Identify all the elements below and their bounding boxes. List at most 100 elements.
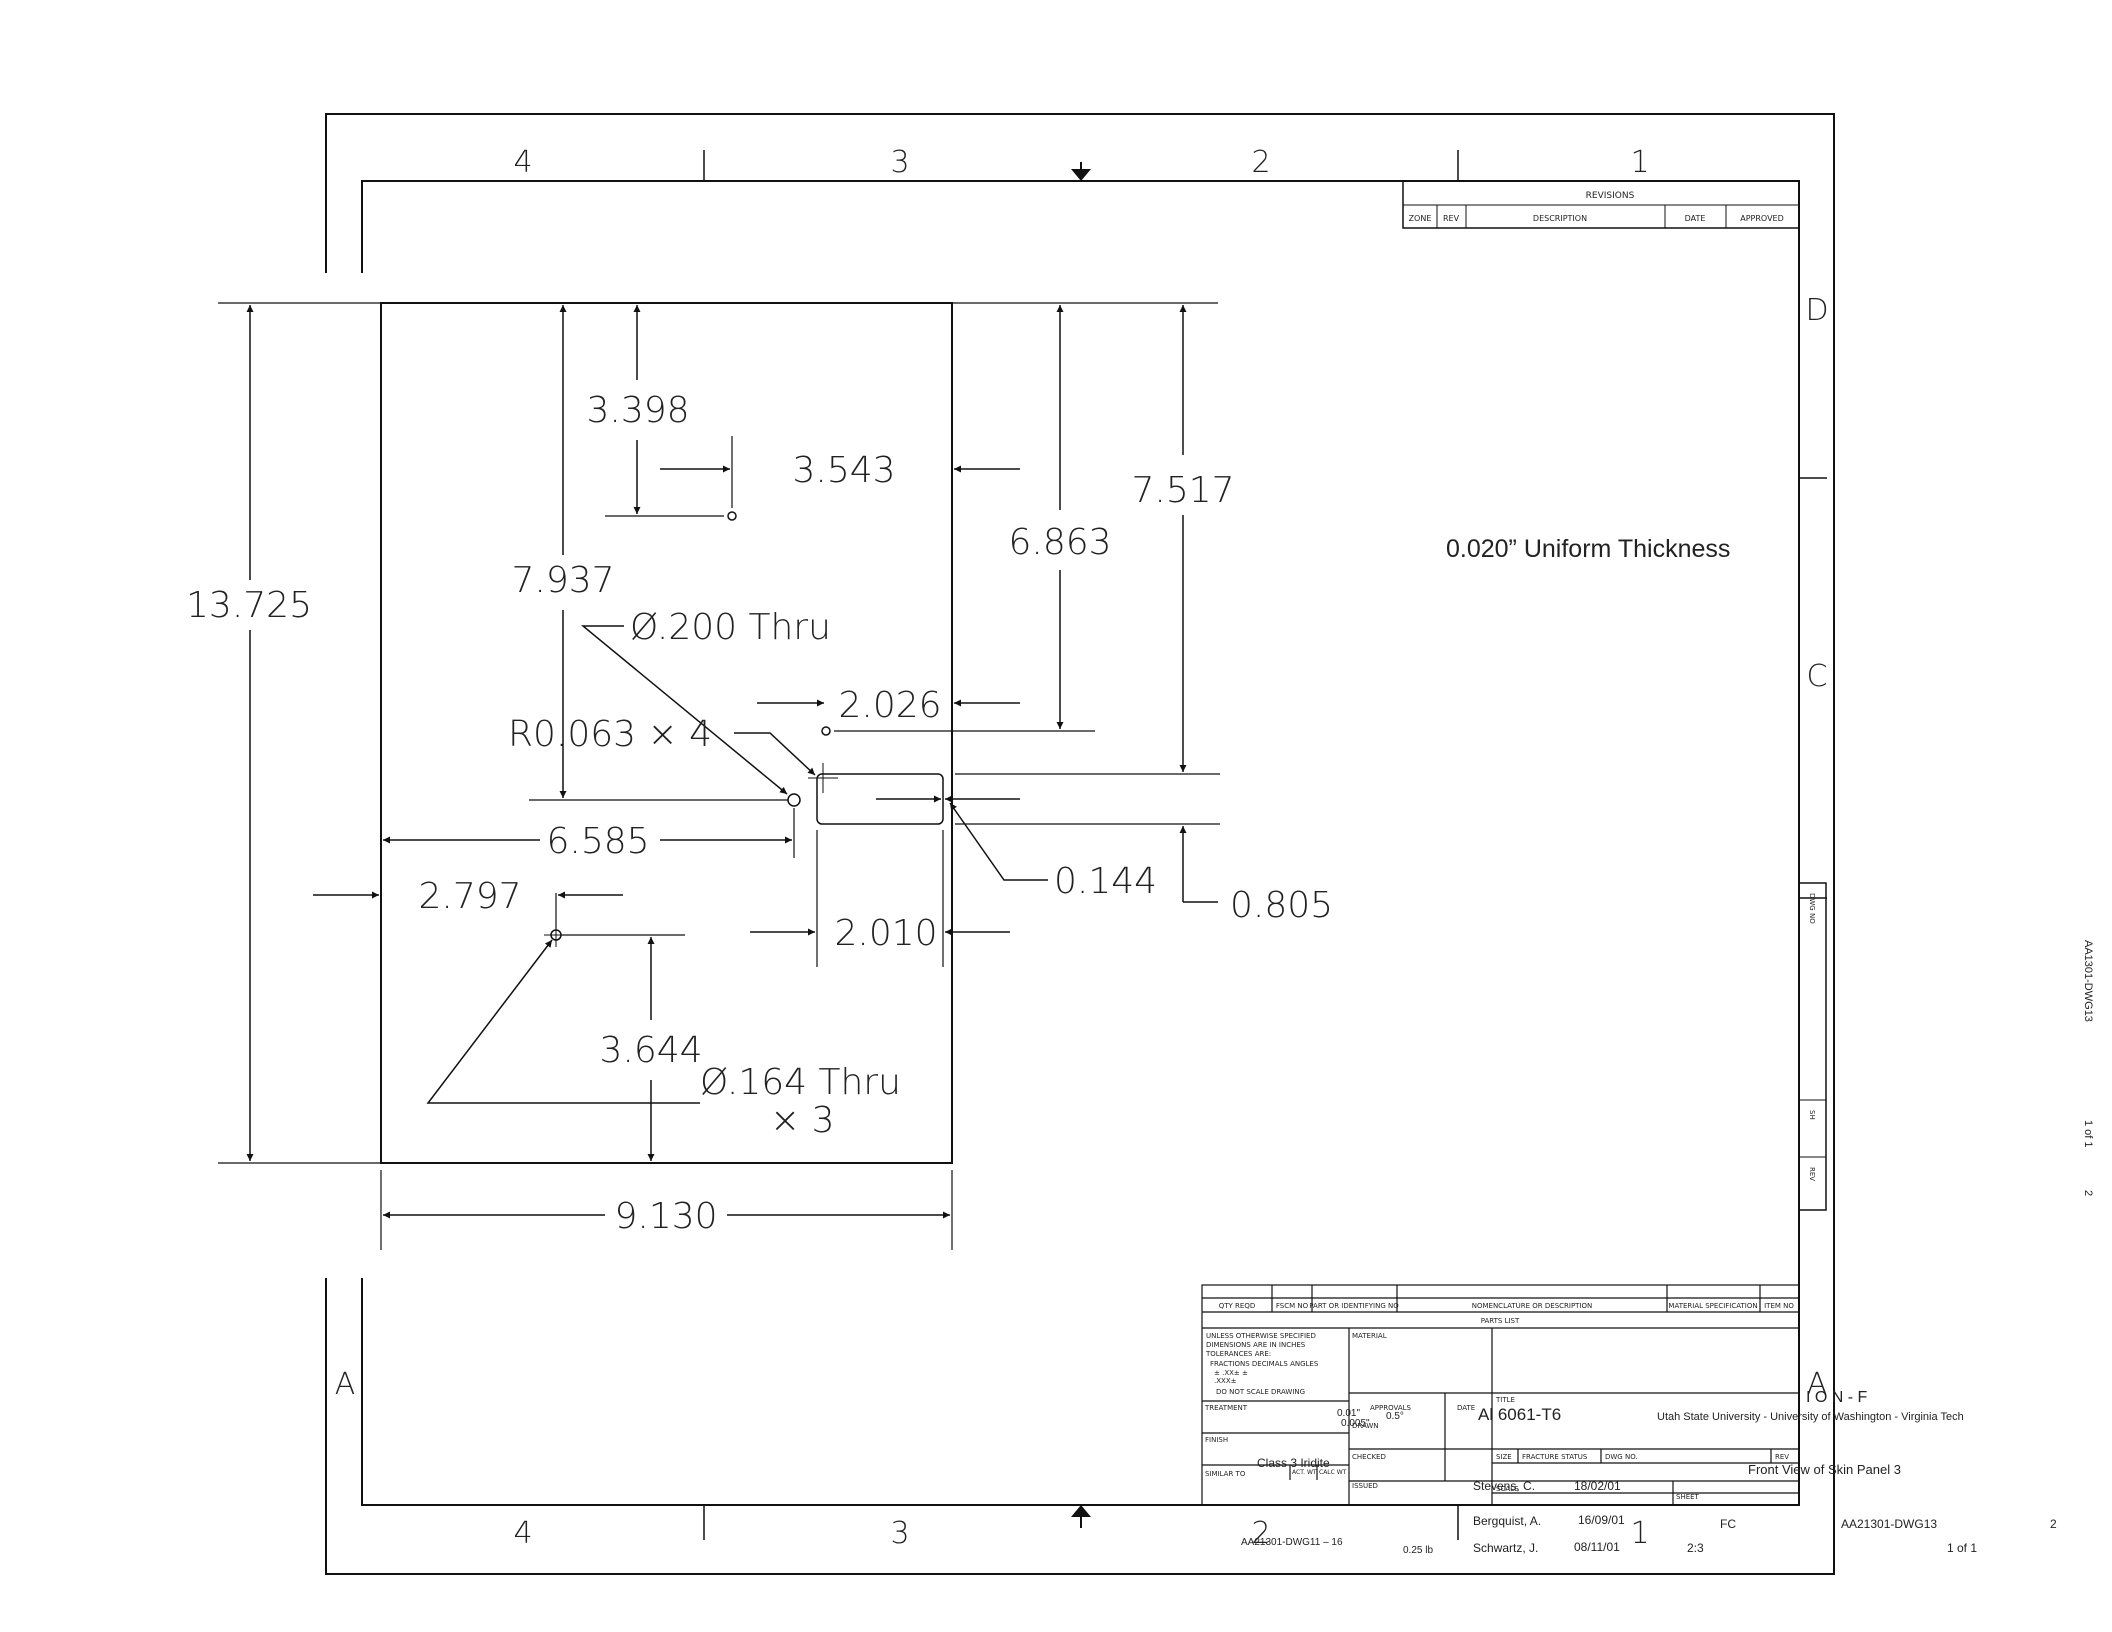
side-sheet: 1 of 1 xyxy=(2082,1120,2094,1148)
calc-wt-label: CALC WT xyxy=(1319,1469,1347,1476)
rev-header-date: DATE xyxy=(1685,214,1706,223)
dim-3543: 3.543 xyxy=(792,450,895,491)
radius-callout: R0.063 × 4 xyxy=(508,714,712,755)
rev-label: REV xyxy=(1775,1453,1789,1461)
title-block: QTY REQD FSCM NO PART OR IDENTIFYING NO … xyxy=(1201,1284,2057,1556)
rev-header-rev: REV xyxy=(1443,214,1460,223)
parts-list-title: PARTS LIST xyxy=(1481,1317,1520,1325)
scale-label: SCALE xyxy=(1496,1485,1518,1493)
size-value: FC xyxy=(1720,1517,1736,1531)
dim-9130: 9.130 xyxy=(614,1196,717,1237)
universities: Utah State University - University of Wa… xyxy=(1657,1411,1964,1423)
tol-line-3: TOLERANCES ARE: xyxy=(1205,1350,1271,1358)
tolerance-1: 0.01" xyxy=(1337,1408,1360,1419)
finish-value: Class 3 Iridite xyxy=(1257,1456,1330,1470)
rev-header-zone: ZONE xyxy=(1409,214,1432,223)
zone-top-1: 1 xyxy=(1630,145,1649,180)
revisions-title: REVISIONS xyxy=(1586,191,1635,201)
zone-bottom-3: 3 xyxy=(890,1516,909,1551)
thickness-note: 0.020” Uniform Thickness xyxy=(1446,535,1730,563)
checked-label: CHECKED xyxy=(1352,1453,1386,1461)
pl-header-item: ITEM NO xyxy=(1764,1302,1794,1310)
tol-line-1: UNLESS OTHERWISE SPECIFIED xyxy=(1206,1332,1316,1340)
act-wt-label: ACT. WT. xyxy=(1292,1469,1318,1476)
dwg-no-value: AA21301-DWG13 xyxy=(1841,1517,1937,1531)
tol-line-7: DO NOT SCALE DRAWING xyxy=(1216,1388,1305,1396)
dim-0144: 0.144 xyxy=(1054,861,1157,902)
sheet-value: 1 of 1 xyxy=(1947,1541,1977,1555)
rev-header-approved: APPROVED xyxy=(1740,214,1784,223)
drawn-by: Stevens, C. xyxy=(1473,1479,1535,1493)
pl-header-nomenclature: NOMENCLATURE OR DESCRIPTION xyxy=(1472,1302,1593,1310)
dim-2010: 2.010 xyxy=(834,913,937,954)
tol-line-2: DIMENSIONS ARE IN INCHES xyxy=(1206,1341,1306,1349)
drawing-border xyxy=(325,113,1835,1575)
dimension-lines xyxy=(246,305,1218,1219)
dwg-no-label: DWG NO. xyxy=(1605,1453,1638,1461)
side-block: DWG NO SH REV AA1301-DWG13 1 of 1 2 xyxy=(1798,882,2094,1211)
drawn-date: 18/02/01 xyxy=(1574,1479,1621,1493)
dim-7517: 7.517 xyxy=(1131,470,1234,511)
hole-mid xyxy=(821,726,831,736)
checked-date: 16/09/01 xyxy=(1578,1513,1625,1527)
side-rev: 2 xyxy=(2082,1190,2094,1196)
approvals-label: APPROVALS xyxy=(1370,1404,1412,1412)
side-sh-label: SH xyxy=(1808,1110,1816,1120)
treatment-label: TREATMENT xyxy=(1204,1404,1248,1412)
zone-bottom-1: 1 xyxy=(1630,1516,1649,1551)
size-label: SIZE xyxy=(1496,1453,1512,1461)
dim-2797: 2.797 xyxy=(418,876,521,917)
tol-line-5: ± .XX± ± xyxy=(1214,1369,1248,1377)
drawn-label: DRAWN xyxy=(1352,1422,1379,1430)
dimension-labels: 13.725 3.398 3.543 6.863 7.517 7.937 Ø.2… xyxy=(186,390,1333,1237)
dim-3644: 3.644 xyxy=(599,1030,702,1071)
hole-top xyxy=(727,511,737,521)
issued-label: ISSUED xyxy=(1352,1482,1378,1490)
dim-6863: 6.863 xyxy=(1008,522,1111,563)
finish-label: FINISH xyxy=(1205,1436,1228,1444)
zone-bottom-4: 4 xyxy=(513,1516,532,1551)
tol-line-6: .XXX± xyxy=(1214,1377,1237,1385)
material-value: Al 6061-T6 xyxy=(1478,1405,1561,1424)
checked-by: Bergquist, A. xyxy=(1473,1514,1541,1528)
pl-header-qty: QTY REQD xyxy=(1219,1302,1255,1310)
title-label: TITLE xyxy=(1495,1396,1515,1404)
zone-labels: 4 3 2 1 4 3 2 1 D C A A xyxy=(335,145,1829,1551)
similar-to-value: AA21301-DWG11 – 16 xyxy=(1241,1537,1343,1548)
issued-by: Schwartz, J. xyxy=(1473,1541,1538,1555)
material-label: MATERIAL xyxy=(1352,1332,1387,1340)
tolerance-3: 0.5° xyxy=(1386,1411,1404,1422)
scale-value: 2:3 xyxy=(1687,1541,1704,1555)
hole-left xyxy=(787,793,801,807)
tolerance-2: 0.005" xyxy=(1341,1418,1370,1429)
hole-200-callout: Ø.200 Thru xyxy=(630,607,831,648)
zone-right-a: A xyxy=(1807,1367,1828,1402)
zone-bottom-2: 2 xyxy=(1251,1516,1270,1551)
pl-header-fscm: FSCM NO xyxy=(1276,1302,1309,1310)
dim-13725: 13.725 xyxy=(186,585,312,626)
dim-6585: 6.585 xyxy=(546,821,649,862)
zone-left-a: A xyxy=(335,1367,356,1402)
pl-header-material: MATERIAL SPECIFICATION xyxy=(1668,1302,1757,1310)
zone-right-d: D xyxy=(1805,293,1828,328)
dim-2026: 2.026 xyxy=(838,685,941,726)
issued-date: 08/11/01 xyxy=(1574,1540,1620,1554)
pl-header-part-no: PART OR IDENTIFYING NO xyxy=(1309,1302,1399,1310)
revisions-block: REVISIONS ZONE REV DESCRIPTION DATE APPR… xyxy=(1402,180,1800,229)
extension-lines xyxy=(218,302,1220,1250)
zone-top-2: 2 xyxy=(1251,145,1270,180)
rounded-cutout xyxy=(816,773,944,825)
sheet-label: SHEET xyxy=(1676,1493,1700,1501)
rev-header-description: DESCRIPTION xyxy=(1533,214,1587,223)
hole-164-quantity: × 3 xyxy=(770,1100,835,1141)
zone-right-c: C xyxy=(1807,659,1828,694)
zone-top-4: 4 xyxy=(513,145,532,180)
tol-line-4: FRACTIONS DECIMALS ANGLES xyxy=(1210,1360,1319,1368)
dim-3398: 3.398 xyxy=(586,390,689,431)
org-fragment: I O N - F xyxy=(1806,1389,1868,1406)
side-rev-label: REV xyxy=(1808,1167,1816,1181)
date-label: DATE xyxy=(1457,1404,1475,1412)
side-dwg-no-label: DWG NO xyxy=(1808,893,1816,924)
rev-value: 2 xyxy=(2050,1517,2057,1531)
dim-7937: 7.937 xyxy=(511,560,614,601)
